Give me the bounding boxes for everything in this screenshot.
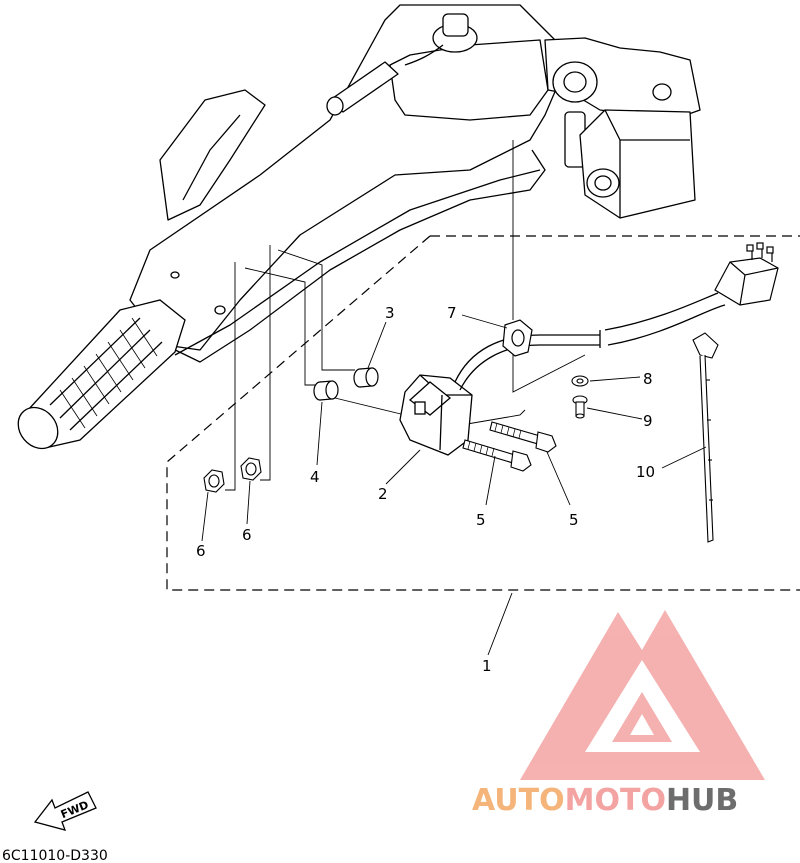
callout-8: 8 xyxy=(643,370,653,388)
collar-4 xyxy=(313,380,339,401)
tiller-handle-assembly xyxy=(129,4,701,363)
callout-10: 10 xyxy=(636,463,655,481)
callout-1: 1 xyxy=(482,657,492,675)
screw-9 xyxy=(572,395,588,419)
callout-6b: 6 xyxy=(242,526,252,544)
collar-3 xyxy=(353,367,379,388)
callout-5a: 5 xyxy=(476,511,486,529)
watermark-text-auto: AUTO xyxy=(472,783,565,818)
nut-6-right xyxy=(240,457,262,481)
callout-7: 7 xyxy=(447,304,457,322)
nut-6-left xyxy=(203,469,225,493)
fwd-arrow: FWD xyxy=(33,791,97,831)
callout-9: 9 xyxy=(643,412,653,430)
bolt-5-lower xyxy=(462,439,532,472)
watermark-text-moto: MOTO xyxy=(565,783,666,818)
stop-switch xyxy=(399,374,473,456)
callout-3: 3 xyxy=(385,304,395,322)
bolt-5-upper xyxy=(489,421,557,453)
watermark-logo xyxy=(520,610,765,780)
leader-lines xyxy=(201,314,707,656)
callout-6a: 6 xyxy=(196,542,206,560)
callout-5b: 5 xyxy=(569,511,579,529)
fwd-label: FWD xyxy=(59,798,91,821)
watermark-triangle-hole xyxy=(630,714,654,735)
alignment-lines xyxy=(225,140,586,491)
watermark-text-hub: HUB xyxy=(666,783,738,818)
washer-8 xyxy=(571,375,589,387)
wire-connector xyxy=(714,242,779,306)
wire-clamp xyxy=(502,319,533,357)
figure-code: 6C11010-D330 xyxy=(2,848,108,863)
callouts: 1 2 3 4 5 5 6 6 7 8 9 10 xyxy=(196,304,655,675)
watermark-text: AUTOMOTOHUB xyxy=(472,783,738,818)
callout-2: 2 xyxy=(378,485,388,503)
throttle-grip xyxy=(17,299,186,450)
assembly-boundary xyxy=(166,235,800,591)
wiring-harness xyxy=(454,292,726,391)
cable-tie-10 xyxy=(692,332,719,543)
callout-4: 4 xyxy=(310,468,320,486)
